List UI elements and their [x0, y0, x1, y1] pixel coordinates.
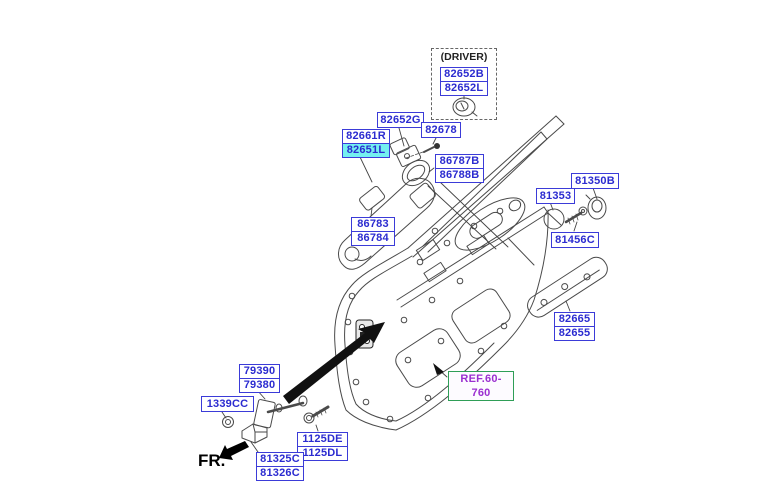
part-label-81456C[interactable]: 81456C: [551, 232, 599, 248]
part-label-group-86787: 86787B 86788B: [435, 154, 484, 183]
part-label-82655[interactable]: 82655: [555, 326, 594, 340]
wedge-81325C-drawing: [241, 423, 268, 444]
door-panel-outline: [334, 209, 549, 431]
grommet-81350B-drawing: [585, 194, 607, 220]
driver-option-box: (DRIVER) 82652B 82652L: [431, 48, 497, 120]
part-label-86784[interactable]: 86784: [352, 231, 394, 245]
part-label-81325C[interactable]: 81325C: [260, 453, 300, 465]
part-label-81350B[interactable]: 81350B: [571, 173, 619, 189]
outside-handle-drawing: [338, 177, 436, 270]
handle-base-drawing: [507, 237, 608, 318]
part-label-group-82652: 82652B 82652L: [440, 67, 488, 96]
reference-label-60-760[interactable]: REF.60-760: [448, 371, 514, 401]
nut-1339CC-drawing: [222, 416, 234, 428]
screw-82678-drawing: [405, 143, 440, 159]
part-label-group-1125: 1125DE 1125DL: [297, 432, 348, 461]
part-label-79390[interactable]: 79390: [243, 365, 276, 377]
part-label-86788B[interactable]: 86788B: [436, 168, 483, 182]
handle-pad-drawing: [359, 186, 386, 211]
part-label-1339CC[interactable]: 1339CC: [201, 396, 254, 412]
part-label-86787B[interactable]: 86787B: [439, 155, 480, 167]
part-label-82652L[interactable]: 82652L: [441, 81, 487, 95]
part-label-86783[interactable]: 86783: [357, 218, 389, 230]
fr-direction-label: FR.: [198, 451, 226, 470]
part-label-82661R[interactable]: 82661R: [346, 130, 386, 142]
handle-recess-drawing: [454, 197, 526, 251]
part-label-group-86783: 86783 86784: [351, 217, 395, 246]
handle-pad-gasket-drawing: [401, 159, 431, 187]
screw-81456C-drawing: [564, 206, 588, 225]
part-label-group-79390: 79390 79380: [239, 364, 280, 393]
part-label-82665[interactable]: 82665: [558, 313, 591, 325]
part-label-group-82665: 82665 82655: [554, 312, 595, 341]
handle-bracket-drawing: [389, 137, 422, 168]
part-label-82652G[interactable]: 82652G: [377, 112, 424, 128]
latch-pointer-arrow: [283, 322, 385, 404]
cap-81353-drawing: [543, 208, 565, 230]
part-label-82652B[interactable]: 82652B: [444, 68, 484, 80]
part-label-1125DE[interactable]: 1125DE: [302, 433, 343, 445]
belt-line-band: [396, 206, 549, 308]
part-label-82651L-highlighted[interactable]: 82651L: [343, 143, 389, 157]
part-label-group-82661: 82661R 82651L: [342, 129, 390, 158]
fr-direction-arrow-icon: [219, 441, 249, 460]
part-label-81326C[interactable]: 81326C: [257, 466, 303, 480]
part-label-1125DL[interactable]: 1125DL: [298, 446, 347, 460]
driver-option-title: (DRIVER): [440, 51, 488, 63]
bolt-1125DE-drawing: [303, 405, 330, 424]
part-label-79380[interactable]: 79380: [240, 378, 279, 392]
part-label-81353[interactable]: 81353: [536, 188, 575, 204]
ref-arrowhead-icon: [433, 363, 444, 375]
door-checker-drawing: [253, 395, 308, 429]
part-label-group-81325: 81325C 81326C: [256, 452, 304, 481]
part-label-82678[interactable]: 82678: [421, 122, 461, 138]
